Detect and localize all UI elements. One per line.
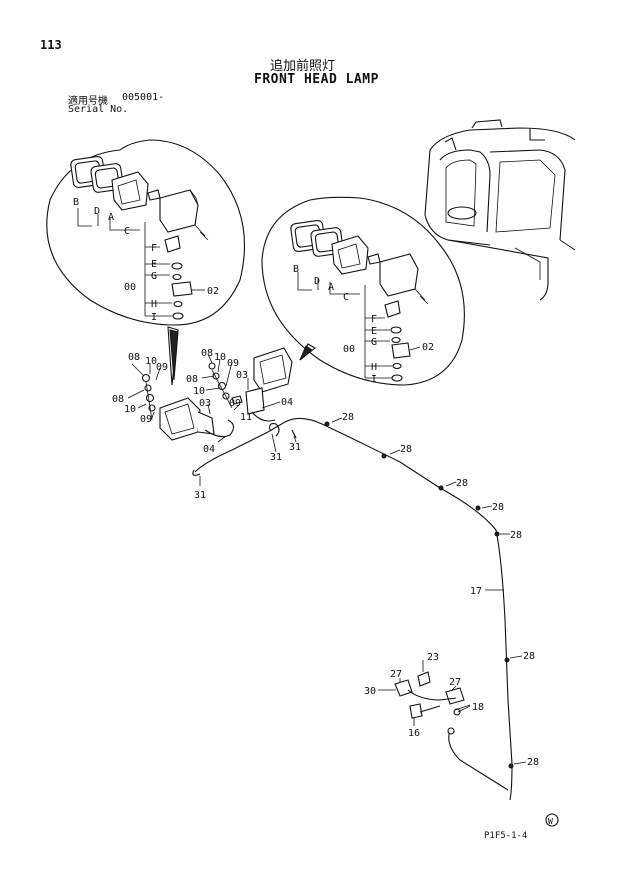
part-label-27-b: 27 [449,677,461,688]
part-label-18: 18 [472,702,484,713]
detail-right-label-i: I [371,374,377,385]
part-label-10-b: 10 [124,404,136,415]
part-label-16: 16 [408,728,420,739]
part-label-08-c: 08 [201,348,213,359]
part-label-30: 30 [364,686,376,697]
detail-right-label-g: G [371,337,377,348]
detail-left-label-i: I [151,312,157,323]
part-label-03-a: 03 [236,370,248,381]
leader-lines [127,353,527,765]
part-label-10-d: 10 [193,386,205,397]
detail-right-label-a: A [328,282,334,293]
detail-left-label-d: D [94,206,100,217]
part-label-10-a: 10 [145,356,157,367]
detail-right-label-b: B [293,264,299,275]
detail-right-label-f: F [371,314,377,325]
part-label-27-a: 27 [390,669,402,680]
part-label-31-a: 31 [194,490,206,501]
detail-right-label-02: 02 [422,342,434,353]
detail-left-label-b: B [73,197,79,208]
part-label-28-a: 28 [342,412,354,423]
detail-left-label-00: 00 [124,282,136,293]
detail-left-label-f: F [151,243,157,254]
figure-code: P1F5-1-4 [484,831,528,841]
detail-left-label-02: 02 [207,286,219,297]
detail-right-label-c: C [343,292,349,303]
detail-left-label-c: C [124,226,130,237]
serial-value: 005001- [122,92,165,103]
detail-right-label-h: H [371,362,377,373]
part-label-09-d: 09 [229,398,241,409]
part-label-08-d: 08 [186,374,198,385]
part-label-23: 23 [427,652,439,663]
page-number: 113 [40,38,62,52]
detail-left-label-e: E [151,259,157,270]
detail-left-label-a: A [108,212,114,223]
relay-bracket-group [394,671,471,719]
lamp-assembly-left [141,373,235,441]
part-label-28-e: 28 [510,530,522,541]
part-label-11: 11 [240,412,252,423]
part-label-28-g: 28 [527,757,539,768]
detail-right-label-d: D [314,276,320,287]
part-label-03-b: 03 [199,398,211,409]
part-label-04-b: 04 [203,444,215,455]
title-english: FRONT HEAD LAMP [254,72,379,87]
serial-label-japanese: 適用号機 [68,96,108,107]
part-label-09-a: 09 [156,362,168,373]
watermark-letter: W [548,817,553,826]
part-label-28-d: 28 [492,502,504,513]
wire-harness [192,417,514,801]
lamp-assembly-right [208,347,293,422]
part-label-10-c: 10 [214,352,226,363]
watermark-circle [545,813,559,827]
part-label-31-b: 31 [270,452,282,463]
part-label-04-a: 04 [281,397,293,408]
part-label-28-c: 28 [456,478,468,489]
detail-right-label-e: E [371,326,377,337]
part-label-08-b: 08 [112,394,124,405]
part-label-17: 17 [470,586,482,597]
detail-balloon-left [46,139,246,386]
part-label-31-c: 31 [289,442,301,453]
part-label-08-a: 08 [128,352,140,363]
part-label-28-b: 28 [400,444,412,455]
part-label-28-f: 28 [523,651,535,662]
detail-left-label-g: G [151,271,157,282]
detail-balloon-right [261,196,465,386]
detail-right-label-00: 00 [343,344,355,355]
title-japanese: 追加前照灯 [270,59,336,74]
part-label-09-b: 09 [140,414,152,425]
cab-outline [424,119,576,301]
detail-left-label-h: H [151,299,157,310]
part-label-09-c: 09 [227,358,239,369]
serial-label-english: Serial No. [68,104,129,115]
